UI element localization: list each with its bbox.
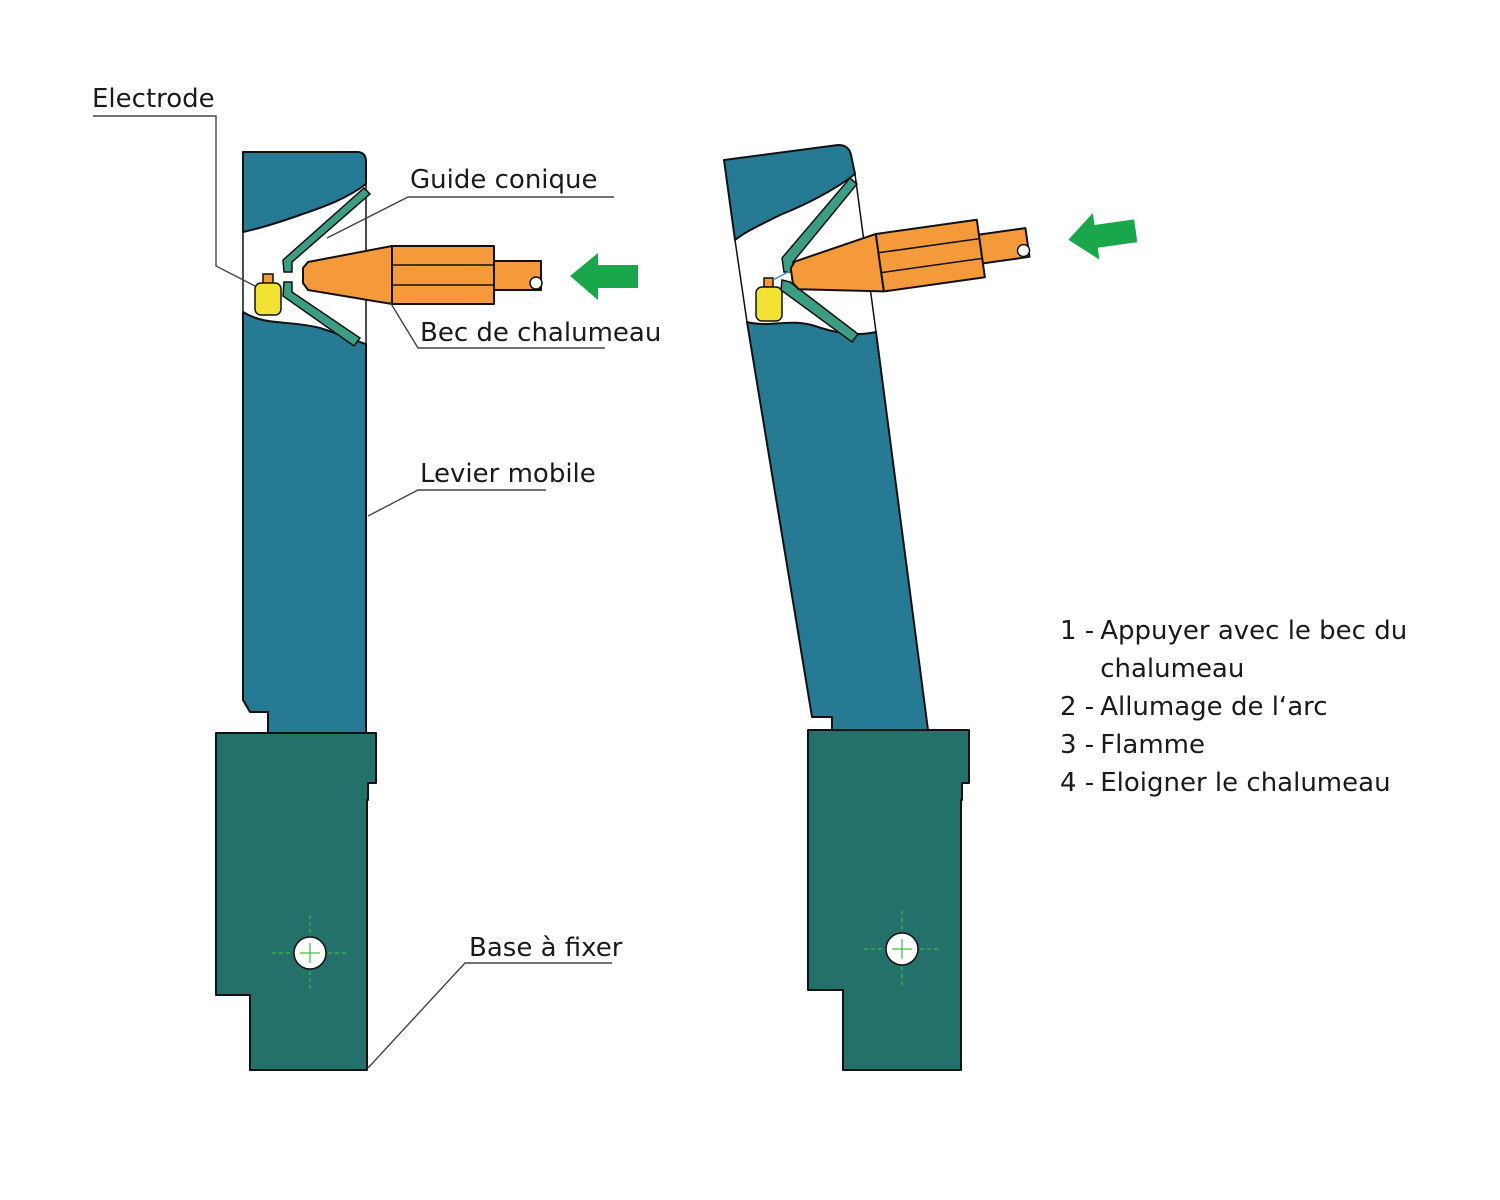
base-left <box>215 732 377 1071</box>
electrode-left <box>254 282 282 316</box>
leader-bec-de-chalumeau <box>389 301 605 349</box>
left-assembly <box>215 151 638 1071</box>
lever-left-body <box>242 311 367 734</box>
step-text: Eloigner le chalumeau <box>1100 768 1391 798</box>
leader-electrode <box>93 115 256 287</box>
leader-guide-conique <box>326 196 614 239</box>
label-electrode: Electrode <box>92 84 215 114</box>
step-text: Flamme <box>1100 730 1205 760</box>
callouts: Electrode Guide conique Bec de chalumeau… <box>92 84 661 1069</box>
lever-right-top <box>723 144 856 241</box>
lever-right-body <box>746 321 929 731</box>
electrode-right-tip <box>763 277 774 288</box>
label-bec-de-chalumeau: Bec de chalumeau <box>420 318 661 348</box>
label-levier-mobile: Levier mobile <box>420 459 596 489</box>
label-guide-conique: Guide conique <box>410 165 598 195</box>
lever-left-top <box>242 151 367 233</box>
step-number: 3 - <box>1060 730 1095 760</box>
arc-spark <box>772 269 793 281</box>
leader-levier-mobile <box>367 489 546 517</box>
step-number: 1 - <box>1060 616 1095 646</box>
step-number: 2 - <box>1060 692 1095 722</box>
steps-list: 1 - Appuyer avec le bec du chalumeau 2 -… <box>1060 612 1480 802</box>
step-number: 4 - <box>1060 768 1095 798</box>
step-text: Allumage de l‘arc <box>1100 692 1328 722</box>
conical-guide-right-lower <box>780 279 860 344</box>
push-arrow-right <box>1068 213 1138 260</box>
mounting-hole-left <box>272 915 348 991</box>
torch-left <box>302 245 543 305</box>
electrode-right <box>755 286 783 322</box>
leader-base-a-fixer <box>367 962 612 1069</box>
conical-guide-left-lower <box>282 281 362 348</box>
step-item: 4 - Eloigner le chalumeau <box>1060 764 1480 802</box>
step-item: 2 - Allumage de l‘arc <box>1060 688 1480 726</box>
right-assembly <box>723 144 1138 1071</box>
step-text: Appuyer avec le bec du chalumeau <box>1100 616 1408 684</box>
torch-right <box>789 218 1031 293</box>
step-item: 1 - Appuyer avec le bec du chalumeau <box>1060 612 1480 688</box>
conical-guide-left <box>282 186 372 273</box>
label-base-a-fixer: Base à fixer <box>469 933 623 963</box>
base-right <box>807 729 970 1071</box>
step-item: 3 - Flamme <box>1060 726 1480 764</box>
mounting-hole-right <box>864 911 940 987</box>
push-arrow-left <box>570 253 638 300</box>
